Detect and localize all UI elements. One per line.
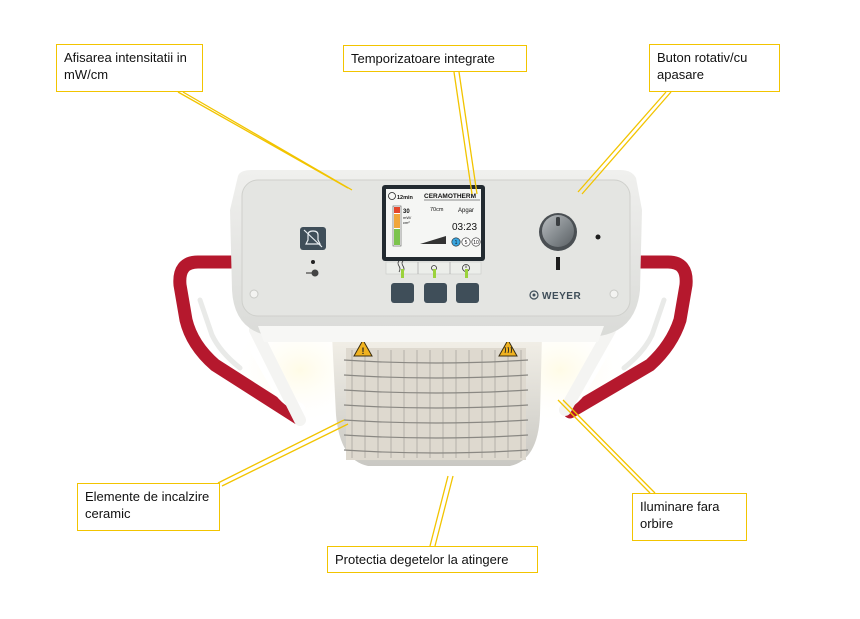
screen-timer-left: 12min [397,195,414,201]
screen-distance: 70cm [430,207,444,213]
intensity-bar-green [394,229,400,245]
callout-intensity-display: Afisarea intensitatii in mW/cm [56,44,203,92]
intensity-bar-red [394,207,400,213]
leader-finger [429,475,454,547]
protection-grille [343,350,529,458]
timer-option-label: 5 [465,240,468,246]
callout-heating-elements: Elemente de incalzire ceramic [77,483,220,531]
knob-indicator-dot [595,234,601,240]
rotary-knob[interactable] [539,213,577,251]
screen-intensity-unit-2: cm² [403,220,410,225]
screen-icon-strip [385,260,482,275]
alarm-mute-button[interactable] [300,227,326,250]
control-leds [401,269,468,278]
grille-wire [343,404,529,409]
leader-knob [577,91,672,195]
grille-wire [343,419,529,424]
timer-option-circle [471,237,481,247]
power-plug-icon [306,269,319,277]
screen-intensity-unit-1: mW/ [403,215,412,220]
timer-button[interactable] [456,283,479,303]
leader-lines [177,71,672,547]
callout-glare-free-light: Iluminare fara orbire [632,493,747,541]
ramp-indicator [420,236,446,244]
callout-finger-protection: Protectia degetelor la atingere [327,546,538,573]
leader-timers [453,71,478,195]
timer-option-label: 10 [473,240,479,246]
warning-icon-left: ! [353,338,373,357]
timer-option-label: 1 [455,240,458,246]
grille-wire [343,449,529,454]
knob-marker [556,257,560,270]
timer-option-circle [461,237,471,247]
side-arms [249,324,616,426]
screen-intensity-value: 30 [403,209,410,215]
light-button[interactable] [424,283,447,303]
callout-rotary-button: Buton rotativ/cu apasare [649,44,780,92]
heater-housing [332,335,542,466]
svg-text:!: ! [362,346,365,356]
clock-icon [388,192,396,200]
grille-wire [343,389,529,394]
screen-mode: Apgar [458,208,474,214]
svg-text:WEYER: WEYER [542,291,581,302]
grille-wire [343,374,529,379]
leader-intensity [177,91,353,191]
timer-option-circle [451,237,461,247]
leader-light [557,399,656,494]
screen-brand: CERAMOTHERM [424,193,476,200]
heat-button[interactable] [391,283,414,303]
intensity-bar-orange [394,214,400,228]
screen-time: 03:23 [452,222,477,233]
leader-heating [217,419,349,487]
grille-wire [343,434,529,439]
callout-timers: Temporizatoare integrate [343,45,527,72]
hot-surface-icon-right [498,338,518,357]
power-indicator-dot [311,260,315,264]
grille-wire [343,359,529,364]
weyer-logo: WEYER [529,290,581,302]
